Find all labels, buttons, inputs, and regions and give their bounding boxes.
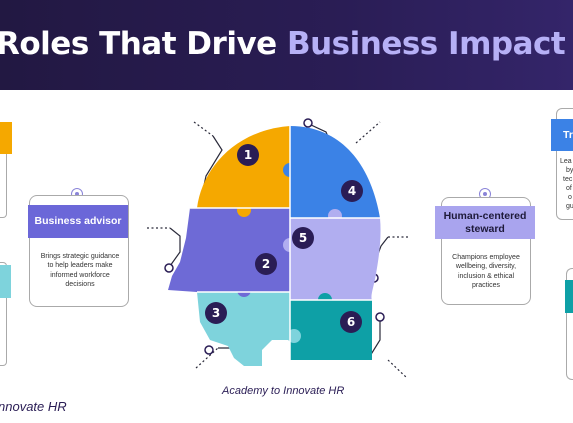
title-accent: Business Impact bbox=[286, 26, 566, 62]
connector-piece-6 bbox=[369, 318, 381, 357]
badge-2-number: 2 bbox=[262, 257, 270, 271]
puzzle-piece-2 bbox=[168, 208, 290, 292]
diagram-caption: Academy to Innovate HR bbox=[222, 385, 345, 397]
end-dot bbox=[164, 263, 174, 273]
connector-piece-4-top-dash bbox=[355, 121, 381, 144]
connector-piece-3-dash bbox=[195, 347, 219, 369]
bottom-right-partial-head bbox=[565, 280, 573, 313]
knob bbox=[237, 283, 251, 297]
page-title: Roles That Drive Business Impact bbox=[0, 26, 566, 62]
knob bbox=[328, 209, 342, 223]
end-dot bbox=[303, 118, 313, 128]
connector-piece-6-dash bbox=[387, 359, 408, 379]
connector-lines bbox=[147, 121, 410, 379]
left-partial-card-top-head bbox=[0, 122, 12, 154]
puzzle-piece-5 bbox=[290, 218, 381, 300]
business-advisor-title: Business advisor bbox=[28, 205, 128, 238]
connector-steward-solid bbox=[373, 236, 389, 278]
bottom-right-partial-card bbox=[566, 268, 573, 380]
partial-line: Lea bbox=[560, 158, 572, 165]
badge-6-number: 6 bbox=[347, 315, 355, 329]
partial-line: of bbox=[566, 185, 572, 193]
badge-2 bbox=[255, 253, 277, 275]
partial-line: o bbox=[568, 194, 572, 202]
connector-piece-4-top bbox=[308, 123, 337, 157]
connector-business-advisor-solid bbox=[169, 227, 181, 267]
knob bbox=[283, 238, 297, 252]
puzzle-piece-3 bbox=[197, 292, 290, 366]
knob bbox=[283, 163, 297, 177]
puzzle-piece-4 bbox=[290, 126, 380, 218]
connector-piece-1 bbox=[193, 121, 214, 137]
connector-piece-3 bbox=[218, 343, 253, 349]
steward-description: Champions employee wellbeing, diversity,… bbox=[452, 254, 520, 290]
top-right-partial-title: Tr bbox=[551, 119, 573, 151]
end-dot bbox=[369, 273, 379, 283]
partial-line: by bbox=[566, 167, 573, 175]
badge-5-number: 5 bbox=[299, 231, 307, 245]
knob bbox=[318, 293, 332, 307]
puzzle-piece-1 bbox=[197, 126, 290, 208]
left-partial-card-bottom bbox=[0, 262, 7, 366]
steward-title: Human-centered steward bbox=[435, 206, 535, 239]
partial-line: gu bbox=[566, 203, 573, 211]
top-right-partial-body: Lea by tec of o gu bbox=[560, 157, 573, 212]
badge-4-number: 4 bbox=[348, 184, 356, 198]
badge-1 bbox=[237, 144, 259, 166]
badge-1-number: 1 bbox=[244, 148, 252, 162]
badge-4 bbox=[341, 180, 363, 202]
badge-6 bbox=[340, 311, 362, 333]
left-partial-card-bottom-head bbox=[0, 265, 11, 298]
connector-piece-1-solid bbox=[201, 135, 223, 196]
footer-brand: nnovate HR bbox=[0, 399, 67, 414]
knob bbox=[287, 329, 301, 343]
badge-3 bbox=[205, 302, 227, 324]
puzzle-seams bbox=[190, 126, 380, 360]
title-main: Roles That Drive bbox=[0, 26, 287, 62]
end-dot bbox=[204, 345, 214, 355]
badge-5 bbox=[292, 227, 314, 249]
partial-line: tec bbox=[563, 176, 573, 184]
number-badges bbox=[205, 144, 363, 333]
badge-3-number: 3 bbox=[212, 306, 220, 320]
header-banner: Roles That Drive Business Impact bbox=[0, 0, 573, 90]
connector-end-dots bbox=[164, 118, 385, 355]
end-dot bbox=[375, 312, 385, 322]
puzzle-knobs bbox=[237, 163, 342, 343]
business-advisor-description: Brings strategic guidance to help leader… bbox=[40, 253, 120, 289]
knob bbox=[237, 203, 251, 217]
puzzle-piece-6 bbox=[290, 300, 372, 360]
